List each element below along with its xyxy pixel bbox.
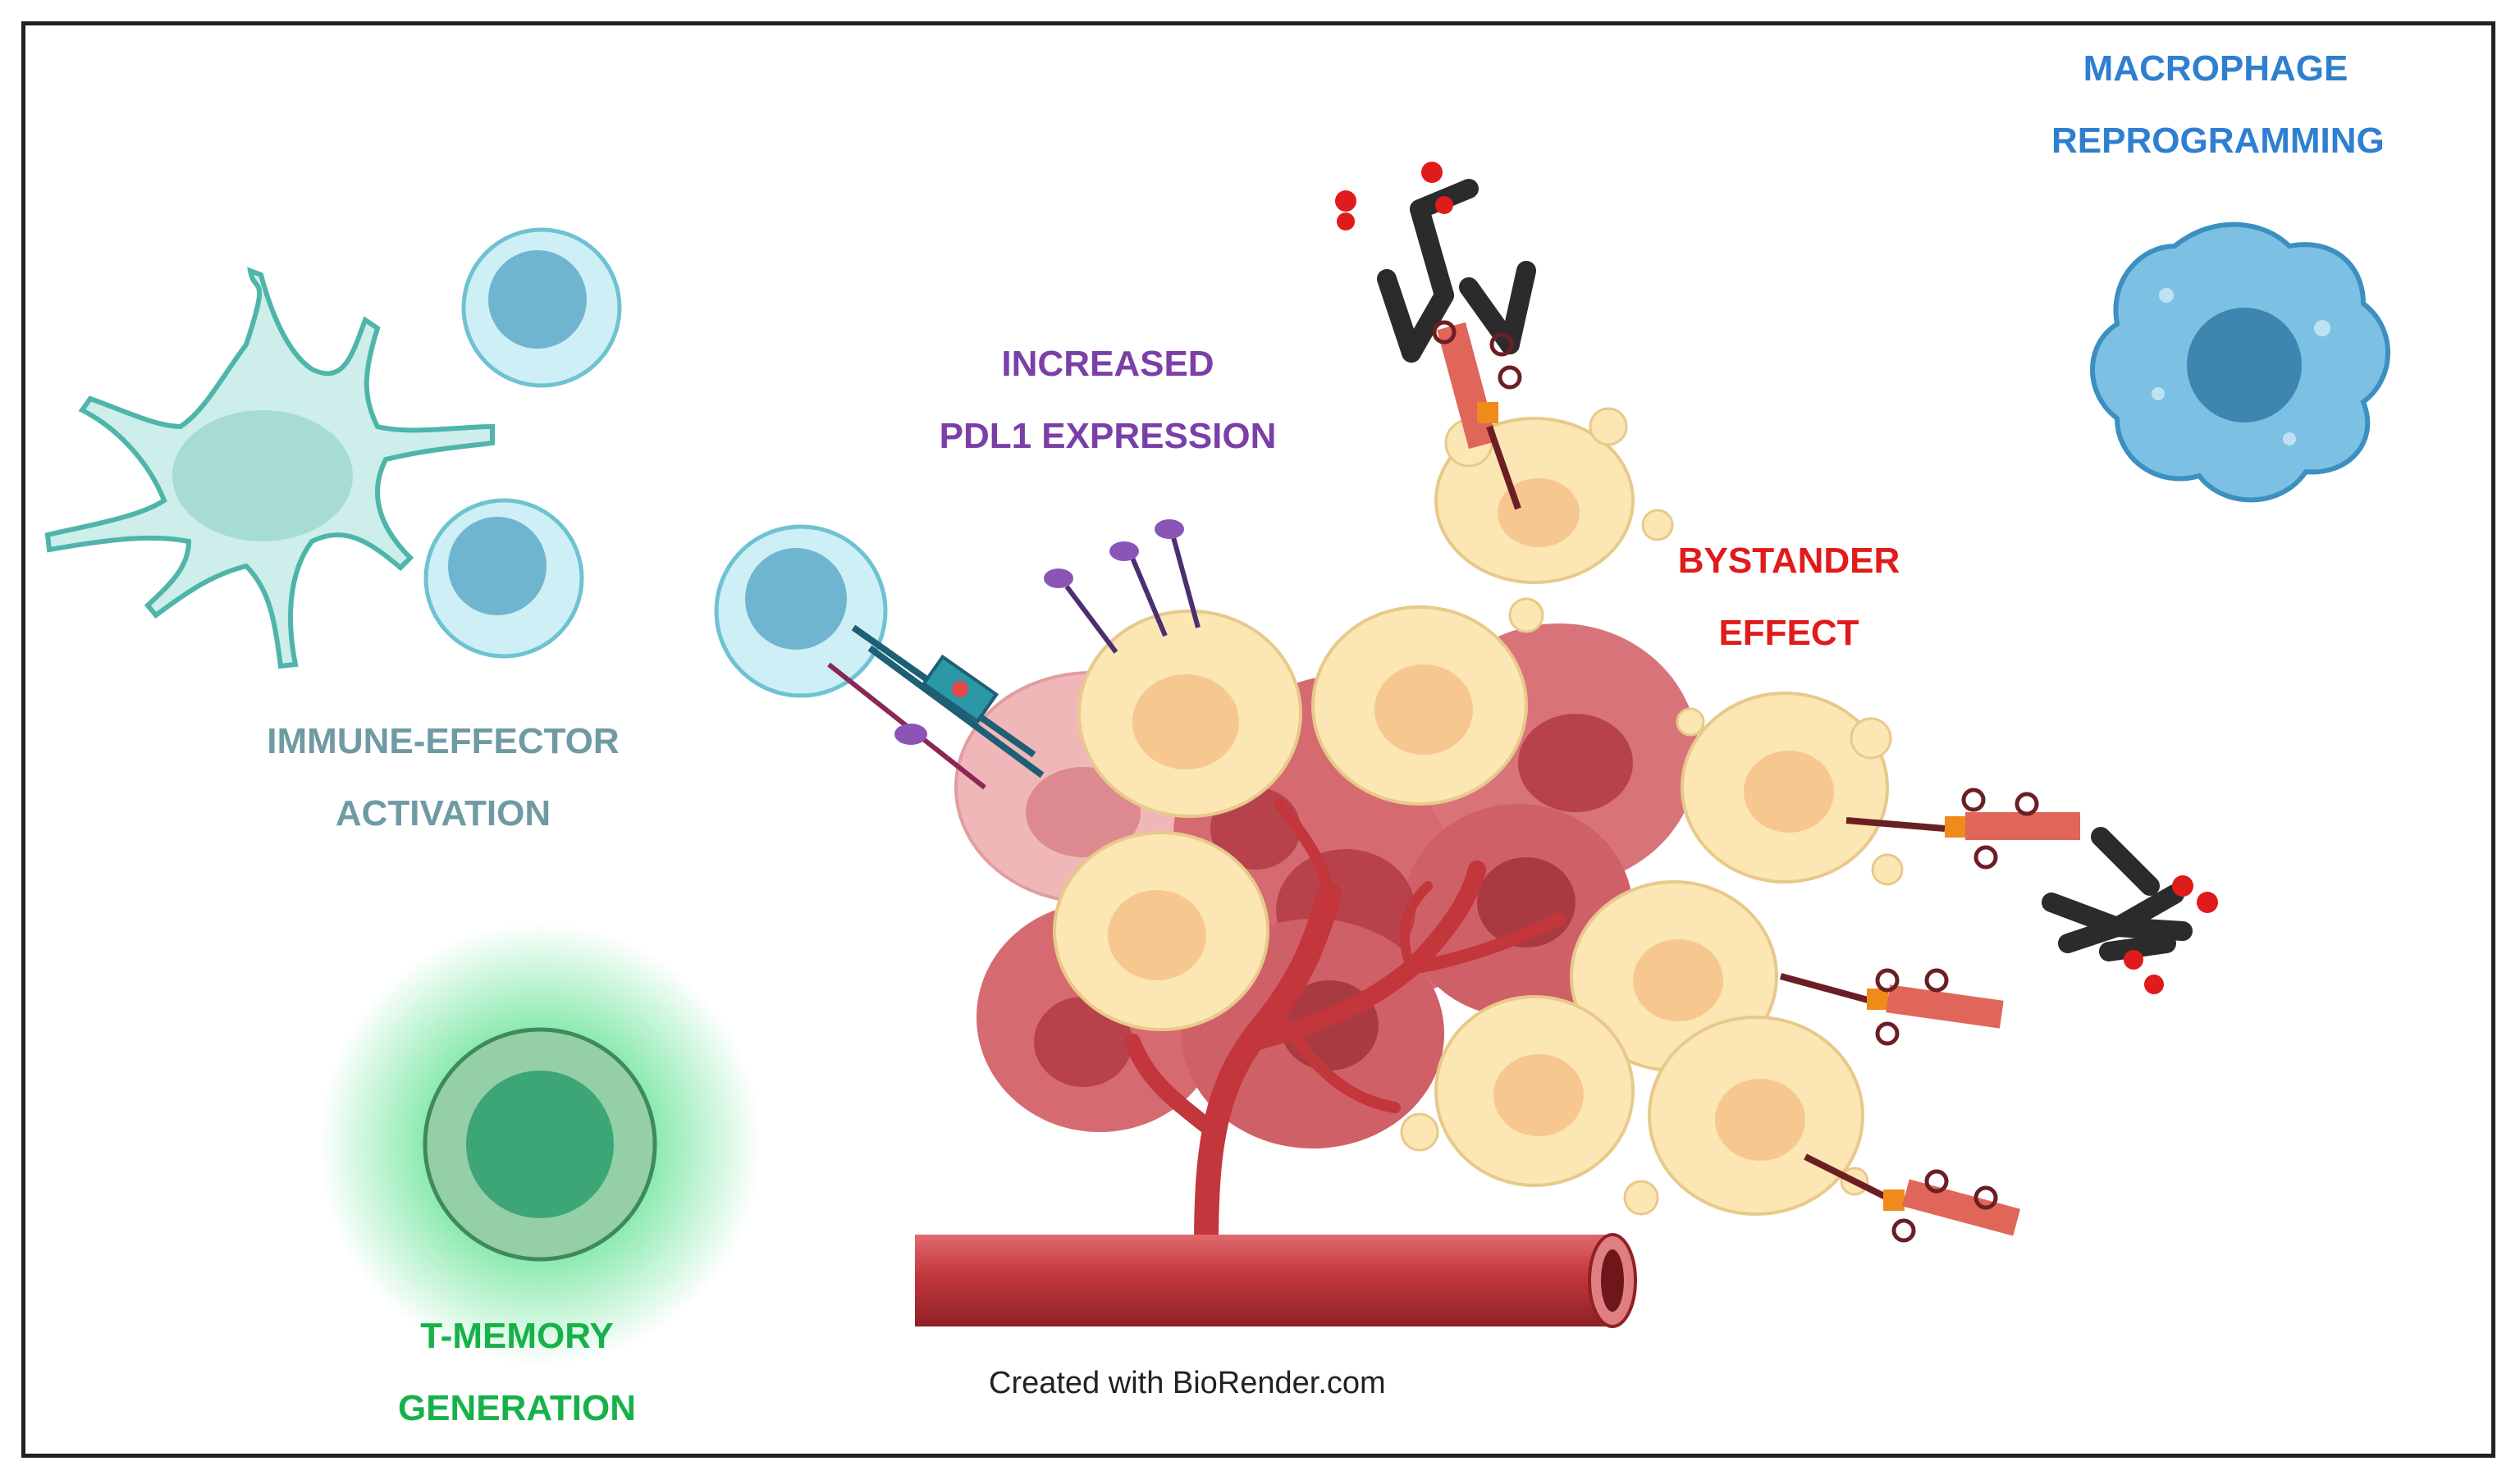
- macrophage: [2090, 221, 2390, 503]
- t-cell-engaging: [714, 524, 888, 698]
- credit-text: Created with BioRender.com: [989, 1366, 1386, 1400]
- t-memory-label: T-MEMORY GENERATION: [353, 1300, 681, 1445]
- dendritic-cell: [44, 267, 495, 669]
- macrophage-label-line1: MACROPHAGE: [2083, 48, 2348, 89]
- immune-effector-label-line2: ACTIVATION: [335, 793, 551, 833]
- blood-vessel: [915, 1233, 1637, 1328]
- immune-effector-label-line1: IMMUNE-EFFECTOR: [267, 721, 620, 761]
- cell-debris: [1400, 407, 1904, 1216]
- bispecific-engager: [827, 624, 1045, 790]
- adc-right-1: [1845, 788, 2080, 870]
- dying-cell-1: [1077, 610, 1302, 818]
- dying-cell-3: [1053, 831, 1269, 1031]
- pdl1-label-line2: PDL1 EXPRESSION: [939, 416, 1277, 456]
- immune-effector-label: IMMUNE-EFFECTOR ACTIVATION: [230, 705, 656, 850]
- pdl1-label-line1: INCREASED: [1001, 344, 1214, 384]
- antibody-right: [2042, 827, 2218, 994]
- bystander-label-line1: BYSTANDER: [1677, 541, 1900, 581]
- vessel-branches: [1124, 798, 1566, 1259]
- dying-cell-2: [1311, 605, 1528, 806]
- pdl1-receptors: [1044, 519, 1201, 654]
- pdl1-label: INCREASED PDL1 EXPRESSION: [911, 328, 1305, 473]
- t-memory-label-line1: T-MEMORY: [420, 1316, 614, 1356]
- t-cell-middle: [423, 498, 584, 659]
- macrophage-label: MACROPHAGE REPROGRAMMING: [2051, 33, 2385, 177]
- t-cell-top: [461, 227, 622, 388]
- bystander-label: BYSTANDER EFFECT: [1658, 525, 1920, 669]
- dying-cell-7: [1434, 995, 1635, 1187]
- dying-cell-5: [1681, 692, 1889, 884]
- adc-top: [1335, 162, 1536, 510]
- bystander-label-line2: EFFECT: [1718, 613, 1859, 653]
- dying-cell-8: [1648, 1016, 1864, 1216]
- macrophage-label-line2: REPROGRAMMING: [2051, 121, 2385, 161]
- adc-right-3: [1804, 1153, 2021, 1243]
- t-memory-label-line2: GENERATION: [397, 1388, 637, 1428]
- t-memory-cell: [318, 923, 761, 1366]
- adc-right-2: [1779, 968, 2004, 1046]
